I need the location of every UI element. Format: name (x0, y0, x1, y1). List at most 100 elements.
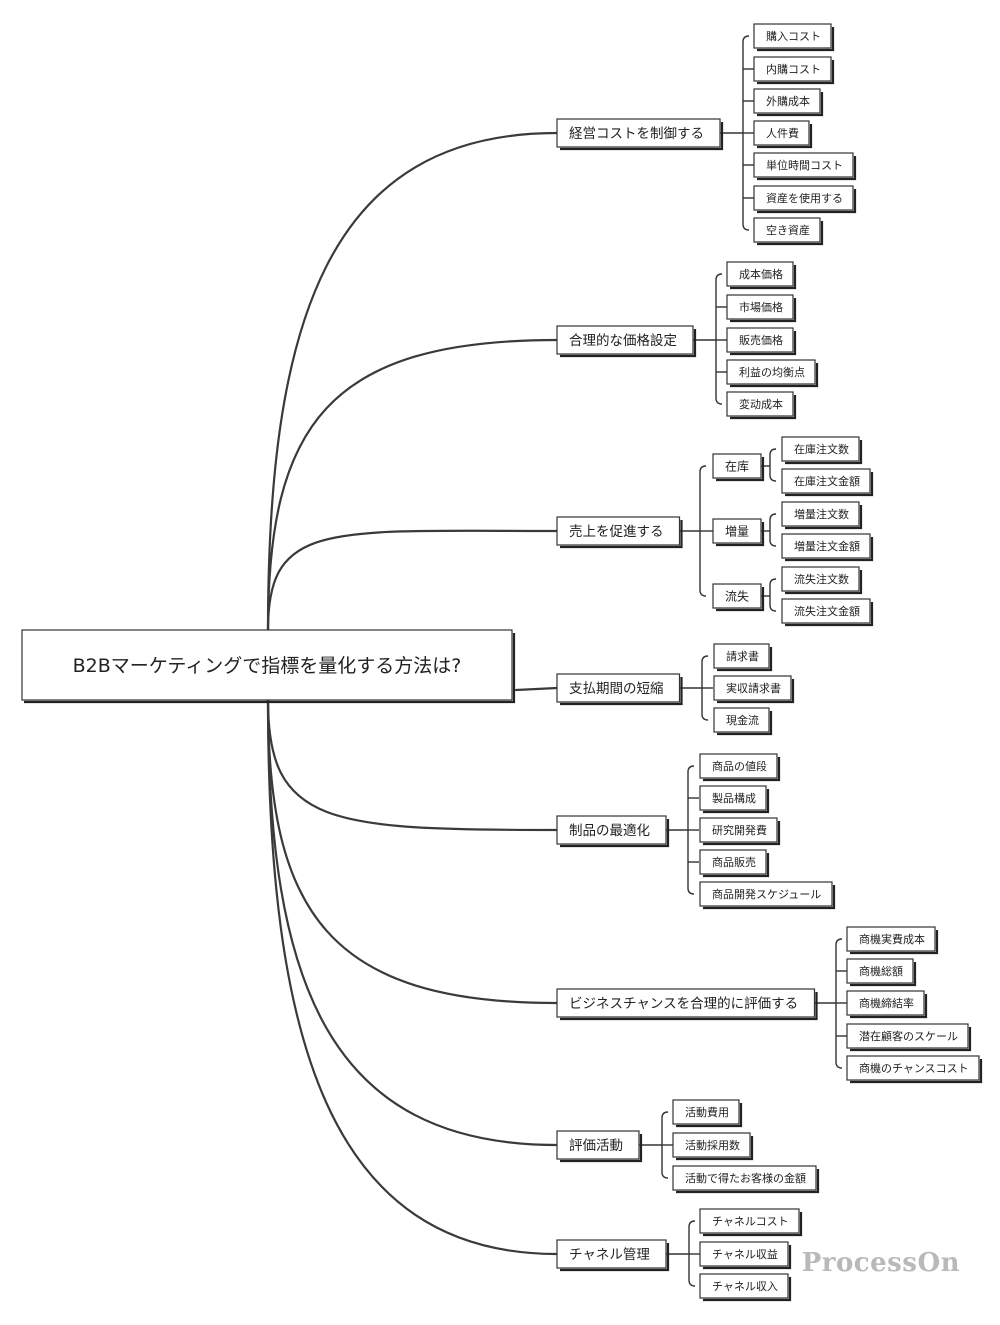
branch-2-sub-bracket-2-spine (769, 578, 777, 612)
branch-2-node-0-box (712, 453, 762, 479)
branch-4-leaf-2-label: 研究開発費 (712, 823, 767, 837)
branch-7-leaf-1[interactable]: チャネル収益 (699, 1241, 792, 1270)
branch-0-leaf-4-box (753, 152, 854, 178)
branch-6-leaf-1[interactable]: 活動採用数 (672, 1132, 754, 1161)
branch-7-leaf-0[interactable]: チャネルコスト (699, 1208, 803, 1237)
branch-3-leaf-0-label: 請求書 (726, 649, 759, 663)
branch-1-leaf-3-box (726, 359, 816, 385)
branch-3-leaf-1-shadow (717, 679, 795, 704)
branch-2-node-1-leaf-1-label: 増量注文金額 (794, 539, 860, 553)
branch-5-leaf-1-shadow (850, 962, 917, 987)
branch-5-shadow (560, 992, 818, 1021)
branch-2-sub-bracket-1-spine (769, 513, 777, 547)
branch-5-leaf-2-label: 商機締結率 (859, 996, 914, 1010)
branch-6-leaf-0-label: 活動費用 (685, 1105, 729, 1119)
branch-0-leaf-4[interactable]: 単位時間コスト (753, 152, 857, 181)
branch-4-leaf-0-shadow (703, 757, 781, 782)
branch-0-leaf-3-box (753, 120, 810, 146)
branch-2-node-2-leaf-1[interactable]: 流失注文金額 (781, 598, 874, 627)
branch-6-leaf-2[interactable]: 活動で得たお客様の金額 (672, 1165, 820, 1194)
branch-7-leaf-0-shadow (703, 1212, 803, 1237)
branch-3-leaf-2[interactable]: 現金流 (713, 707, 773, 736)
branch-3-leaf-1[interactable]: 実収請求書 (713, 675, 795, 704)
root-box (21, 629, 513, 701)
branch-4-leaf-3-box (699, 849, 767, 875)
branch-3-leaf-0[interactable]: 請求書 (713, 643, 773, 672)
branch-0-leaf-5[interactable]: 資産を使用する (753, 185, 857, 214)
branch-0-leaf-2-label: 外購成本 (766, 94, 810, 108)
branch-5-leaf-1[interactable]: 商機総額 (846, 958, 917, 987)
branch-0-leaf-3[interactable]: 人件費 (753, 120, 813, 149)
branch-0-leaf-0-shadow (757, 27, 835, 52)
branch-2-node-2[interactable]: 流失 (712, 583, 765, 612)
branch-2-node-0-leaf-0-label: 在庫注文数 (794, 442, 849, 456)
branch-1[interactable]: 合理的な価格設定 (556, 325, 697, 358)
branch-2-node-0-leaf-0[interactable]: 在庫注文数 (781, 436, 863, 465)
branch-0-leaf-2-shadow (757, 92, 824, 117)
branch-4-leaf-3[interactable]: 商品販売 (699, 849, 770, 878)
branch-2-node-1-leaf-0-box (781, 501, 860, 527)
branch-7-leaf-2-label: チャネル収入 (712, 1280, 778, 1293)
branch-2[interactable]: 売上を促進する (556, 516, 683, 549)
branch-2-node-1-leaf-1[interactable]: 増量注文金額 (781, 533, 874, 562)
branch-3-leaf-2-box (713, 707, 770, 733)
branch-5-leaf-0-label: 商機実費成本 (859, 932, 925, 946)
branch-0-leaf-0[interactable]: 購入コスト (753, 23, 835, 52)
branch-5-leaf-4[interactable]: 商機のチャンスコスト (846, 1055, 983, 1084)
branch-1-leaf-2-shadow (730, 331, 797, 356)
branch-2-node-2-shadow (716, 587, 765, 612)
branch-2-shadow (560, 520, 683, 549)
branch-6-leaf-1-label: 活動採用数 (685, 1138, 740, 1152)
branch-0-leaf-6[interactable]: 空き資産 (753, 217, 824, 246)
branch-2-node-2-leaf-0[interactable]: 流失注文数 (781, 566, 863, 595)
branch-5-leaf-0[interactable]: 商機実費成本 (846, 926, 939, 955)
branch-6-leaf-0[interactable]: 活動費用 (672, 1099, 743, 1128)
branch-0-leaf-2-box (753, 88, 821, 114)
branch-3[interactable]: 支払期間の短縮 (556, 673, 683, 706)
branch-1-leaf-4-label: 変动成本 (739, 397, 783, 411)
edge-root-branch-0 (266, 131, 559, 632)
branch-1-leaf-3[interactable]: 利益の均衡点 (726, 359, 819, 388)
branch-2-node-0[interactable]: 在库 (712, 453, 765, 482)
branch-2-node-1-leaf-0[interactable]: 増量注文数 (781, 501, 863, 530)
branch-5[interactable]: ビジネスチャンスを合理的に評価する (556, 988, 818, 1021)
branch-5-leaf-3-box (846, 1023, 969, 1049)
branch-5-leaf-2[interactable]: 商機締結率 (846, 990, 928, 1019)
branch-1-shadow (560, 329, 697, 358)
edge-root-branch-2 (266, 529, 559, 632)
branch-7[interactable]: チャネル管理 (556, 1239, 670, 1272)
branch-3-leaf-2-shadow (717, 711, 773, 736)
branch-0-leaf-0-box (753, 23, 832, 49)
branch-2-node-1-shadow (716, 522, 765, 547)
branch-1-leaf-0-label: 成本価格 (739, 267, 783, 281)
branch-1-leaf-1[interactable]: 市場価格 (726, 294, 797, 323)
branch-0-leaf-6-shadow (757, 221, 824, 246)
branch-2-node-1-leaf-0-shadow (785, 505, 863, 530)
branch-4-leaf-0[interactable]: 商品の値段 (699, 753, 781, 782)
branch-7-box (556, 1239, 667, 1269)
branch-5-leaf-1-label: 商機総額 (859, 964, 903, 978)
branch-4-leaf-1[interactable]: 製品構成 (699, 785, 770, 814)
branch-6[interactable]: 評価活動 (556, 1130, 643, 1163)
branch-0-leaf-4-label: 単位時間コスト (766, 158, 843, 172)
branch-4[interactable]: 制品の最適化 (556, 815, 670, 848)
root-title: B2Bマーケティングで指標を量化する方法は? (73, 655, 462, 677)
branch-2-node-0-leaf-1[interactable]: 在庫注文金額 (781, 468, 874, 497)
branch-7-label: チャネル管理 (569, 1247, 650, 1263)
root-node[interactable]: B2Bマーケティングで指標を量化する方法は? (21, 629, 516, 704)
branch-0-leaf-2[interactable]: 外購成本 (753, 88, 824, 117)
branch-0-leaf-1[interactable]: 内購コスト (753, 56, 835, 85)
branch-5-leaf-0-box (846, 926, 936, 952)
branch-1-leaf-0[interactable]: 成本価格 (726, 261, 797, 290)
branch-1-leaf-1-shadow (730, 298, 797, 323)
branch-2-node-1[interactable]: 増量 (712, 518, 765, 547)
branch-4-leaf-4[interactable]: 商品開発スケジュール (699, 881, 836, 910)
branch-4-leaf-4-shadow (703, 885, 836, 910)
branch-1-leaf-3-label: 利益の均衡点 (739, 365, 805, 379)
branch-7-leaf-2[interactable]: チャネル収入 (699, 1273, 792, 1302)
branch-5-leaf-3[interactable]: 潜在顧客のスケール (846, 1023, 972, 1052)
branch-1-leaf-4[interactable]: 変动成本 (726, 391, 797, 420)
branch-4-leaf-2[interactable]: 研究開発費 (699, 817, 781, 846)
branch-1-leaf-2[interactable]: 販売価格 (726, 327, 797, 356)
branch-0[interactable]: 経営コストを制御する (556, 118, 724, 151)
